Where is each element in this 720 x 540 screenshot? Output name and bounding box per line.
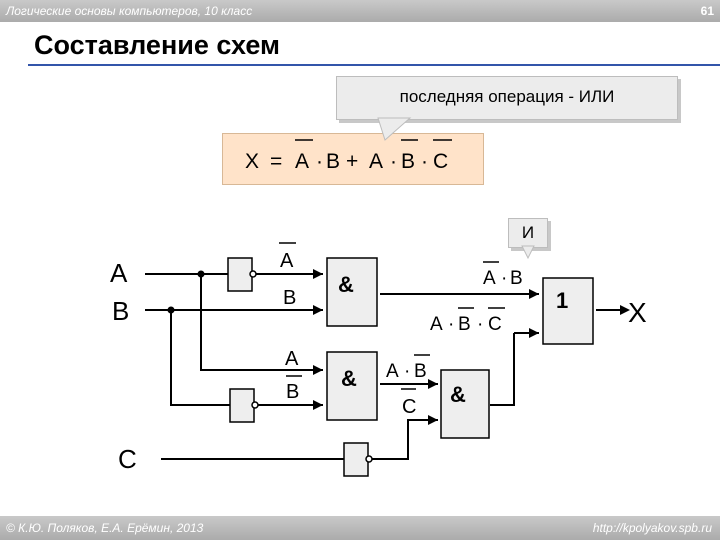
or-gate — [542, 277, 594, 345]
footer-site-link[interactable]: http://kpolyakov.spb.ru — [592, 521, 712, 535]
arrow-or-in1 — [529, 289, 539, 299]
formula-dot2: · — [390, 150, 397, 173]
input-b-label: B — [112, 296, 129, 326]
term1-dot: · — [501, 268, 507, 289]
page-number: 61 — [700, 4, 714, 18]
and-gate-1 — [326, 257, 378, 327]
not-gate-c — [343, 442, 369, 477]
not-gate-b — [229, 388, 255, 423]
term1-a: A — [483, 268, 496, 289]
slide-title: Составление схем — [34, 30, 281, 60]
course-title: Логические основы компьютеров, 10 класс — [6, 4, 253, 18]
junction-b — [167, 306, 175, 314]
callout-text: последняя операция - ИЛИ — [399, 87, 615, 106]
term3-dot: · — [404, 361, 410, 382]
label-term3: A · B — [386, 361, 427, 382]
formula-a2: A — [369, 150, 383, 173]
not-gate-c-bubble — [365, 455, 373, 463]
arrow-and2-in2 — [313, 400, 323, 410]
term1-b: B — [510, 268, 523, 289]
title-underline — [28, 64, 720, 66]
callout-pointer — [377, 117, 412, 141]
term3-a: A — [386, 361, 399, 382]
label-not-b: B — [286, 381, 299, 403]
formula-b2: B — [401, 150, 415, 173]
term2-c: C — [488, 314, 502, 335]
callout-and-pointer — [521, 245, 535, 260]
formula-c2: C — [433, 150, 448, 173]
input-a-label: A — [110, 258, 128, 288]
formula: X = A · B + A · B · C — [245, 150, 448, 173]
label-term1: A · B — [483, 268, 523, 289]
formula-dot3: · — [421, 150, 428, 173]
term3-b: B — [414, 361, 427, 382]
formula-a1: A — [295, 150, 309, 173]
wires — [145, 273, 620, 460]
formula-dot1: · — [316, 150, 323, 173]
formula-box — [222, 133, 484, 185]
term2-dot1: · — [448, 314, 454, 335]
footer-authors: © К.Ю. Поляков, Е.А. Ерёмин, 2013 — [6, 521, 204, 535]
and-gate-2-symbol: & — [341, 366, 357, 391]
not-gate-b-bubble — [251, 401, 259, 409]
formula-eq: = — [270, 150, 282, 173]
arrow-or-in2 — [529, 328, 539, 338]
term2-b: B — [458, 314, 471, 335]
output-x-label: X — [628, 297, 647, 328]
label-a-in: A — [285, 348, 299, 370]
not-gate-a — [227, 257, 253, 292]
output-arrow — [620, 305, 630, 315]
label-not-a: A — [280, 250, 294, 272]
formula-x: X — [245, 150, 259, 173]
input-c-label: C — [118, 444, 137, 474]
arrow-and3-in2 — [428, 415, 438, 425]
or-gate-symbol: 1 — [556, 288, 568, 313]
footer-bar: © К.Ю. Поляков, Е.А. Ерёмин, 2013 http:/… — [0, 516, 720, 540]
not-gate-a-bubble — [249, 270, 257, 278]
term2-dot2: · — [477, 314, 483, 335]
and-gate-1-symbol: & — [338, 272, 354, 297]
formula-plus: + — [346, 150, 358, 173]
label-not-c: C — [402, 396, 416, 418]
arrow-and1-in1 — [313, 269, 323, 279]
and-gate-2 — [326, 351, 378, 421]
label-b-in: B — [283, 287, 296, 309]
and-gate-3 — [440, 369, 490, 439]
label-term2: A · B · C — [430, 314, 502, 335]
arrow-and1-in2 — [313, 305, 323, 315]
callout-and-text: И — [521, 223, 535, 242]
callout-and: И — [508, 218, 548, 248]
header-bar: Логические основы компьютеров, 10 класс … — [0, 0, 720, 22]
arrow-and2-in1 — [313, 365, 323, 375]
callout-last-operation: последняя операция - ИЛИ — [336, 76, 678, 120]
and-gate-3-symbol: & — [450, 382, 466, 407]
term2-a: A — [430, 314, 443, 335]
junction-a — [197, 270, 205, 278]
formula-b1: B — [326, 150, 340, 173]
arrow-and3-in1 — [428, 379, 438, 389]
